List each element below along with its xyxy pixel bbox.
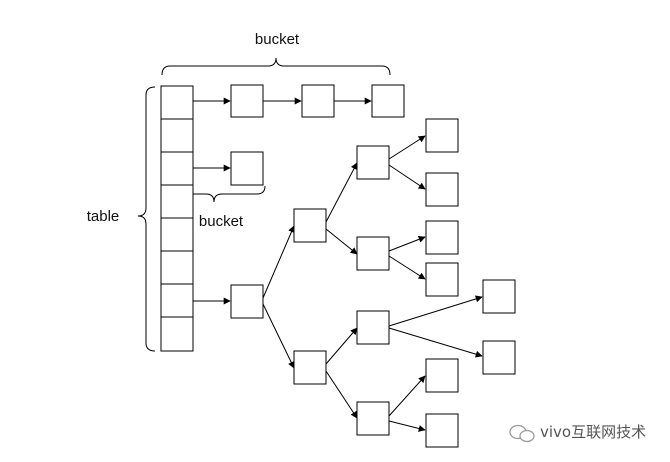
table-slot bbox=[160, 118, 194, 153]
tree-leaf-node bbox=[425, 358, 459, 393]
tree-edge bbox=[325, 370, 358, 419]
table-slot bbox=[160, 85, 194, 120]
tree-structure bbox=[193, 118, 516, 448]
tree-edge bbox=[325, 162, 358, 223]
table-slot bbox=[160, 316, 194, 352]
tree-edge bbox=[388, 375, 426, 417]
tree-edge bbox=[388, 164, 426, 190]
tree-edge bbox=[388, 135, 426, 160]
tree-edge bbox=[388, 295, 483, 327]
tree-node bbox=[356, 236, 390, 271]
tree-edge bbox=[262, 303, 295, 369]
single-node-chain bbox=[193, 151, 264, 186]
tree-edge bbox=[388, 236, 426, 252]
tree-leaf-node bbox=[425, 118, 459, 153]
tree-edge bbox=[262, 225, 295, 299]
table-slot bbox=[160, 151, 194, 186]
list-node bbox=[230, 84, 264, 118]
list-node bbox=[301, 84, 335, 118]
list-node bbox=[230, 151, 264, 186]
tree-node bbox=[356, 401, 390, 436]
tree-edge bbox=[325, 228, 358, 255]
tree-leaf-node bbox=[425, 220, 459, 255]
table-column bbox=[160, 85, 194, 352]
inner-bucket-label: bucket bbox=[199, 213, 244, 230]
linked-list-chain bbox=[193, 84, 405, 118]
table-slot bbox=[160, 283, 194, 318]
top-bucket-brace bbox=[161, 57, 391, 76]
watermark-text: vivo互联网技术 bbox=[540, 423, 647, 441]
tree-leaf-node bbox=[425, 172, 459, 207]
tree-edge bbox=[388, 420, 426, 432]
tree-node bbox=[356, 310, 390, 345]
table-slot bbox=[160, 184, 194, 219]
tree-node bbox=[356, 145, 390, 180]
tree-leaf-node bbox=[482, 340, 516, 375]
tree-edge bbox=[325, 327, 358, 365]
table-slot bbox=[160, 217, 194, 252]
table-brace bbox=[137, 86, 156, 352]
tree-edge bbox=[388, 255, 426, 280]
top-bucket-label: bucket bbox=[255, 31, 300, 48]
table-label: table bbox=[87, 208, 120, 225]
list-node bbox=[371, 84, 405, 118]
tree-node bbox=[293, 208, 327, 243]
tree-edge bbox=[388, 327, 483, 358]
tree-node bbox=[293, 350, 327, 385]
tree-leaf-node bbox=[425, 262, 459, 297]
tree-leaf-node bbox=[425, 413, 459, 448]
wechat-logo-icon bbox=[509, 424, 535, 443]
tree-leaf-node bbox=[482, 279, 516, 314]
tree-root-node bbox=[230, 284, 264, 319]
table-slot bbox=[160, 250, 194, 285]
